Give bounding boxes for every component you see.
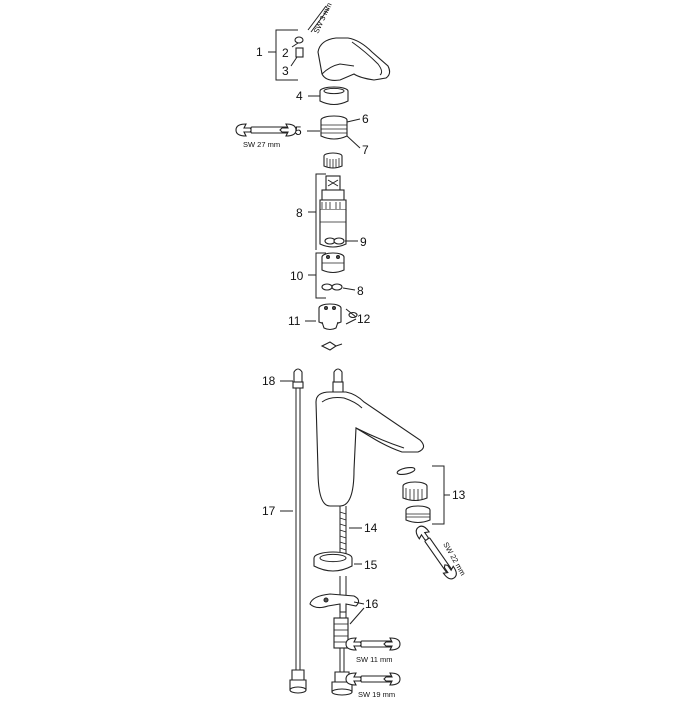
callout-9: 9 [360,235,367,249]
callout-5: 5 [295,124,302,138]
wrench-sw19 [345,672,401,686]
lever-handle [317,37,391,81]
callout-4: 4 [296,89,303,103]
cartridge [319,175,347,248]
faucet-body [315,368,425,507]
bracket-1 [268,29,298,81]
screw-cap-2 [291,36,304,48]
callout-8b: 8 [357,284,364,298]
part-15-gasket [313,551,362,572]
callout-10: 10 [290,269,304,283]
wrench-sw27 [235,123,297,137]
callout-2: 2 [282,46,289,60]
callout-3: 3 [282,64,289,78]
callout-11: 11 [288,314,301,328]
callout-6: 6 [362,112,369,126]
part-8-seals-lower [321,283,356,291]
callout-15: 15 [364,558,378,572]
part-13-aerator [396,465,450,525]
flex-hose-right-end [331,648,353,696]
callout-13: 13 [452,488,466,502]
part-10-disc [321,252,345,274]
wrench-sw22 [415,525,457,580]
callout-18: 18 [262,374,276,388]
knurled-bush [323,152,343,169]
callout-1: 1 [256,45,263,59]
grub-screw-3 [290,47,304,67]
sw27-label: SW 27 mm [243,140,280,149]
bracket-8-10 [308,173,326,299]
part-5-nut [307,115,361,149]
small-clip [320,341,343,351]
sw3-label: SW 3 mm [312,1,334,35]
flex-hose-left [289,368,307,694]
part-9-seals [324,237,358,245]
callout-8a: 8 [296,206,303,220]
wrench-sw11 [345,637,401,651]
callout-16: 16 [365,597,379,611]
callout-17: 17 [262,504,276,518]
part-4-ring [308,86,349,106]
sw19-label: SW 19 mm [358,690,395,699]
part-11-valve [305,303,358,331]
part-16-plate [309,593,365,649]
sw11-label: SW 11 mm [356,655,393,664]
callout-7: 7 [362,143,369,157]
callout-14: 14 [364,521,378,535]
callout-12: 12 [357,312,371,326]
hex-key: SW 3 mm [307,1,334,35]
